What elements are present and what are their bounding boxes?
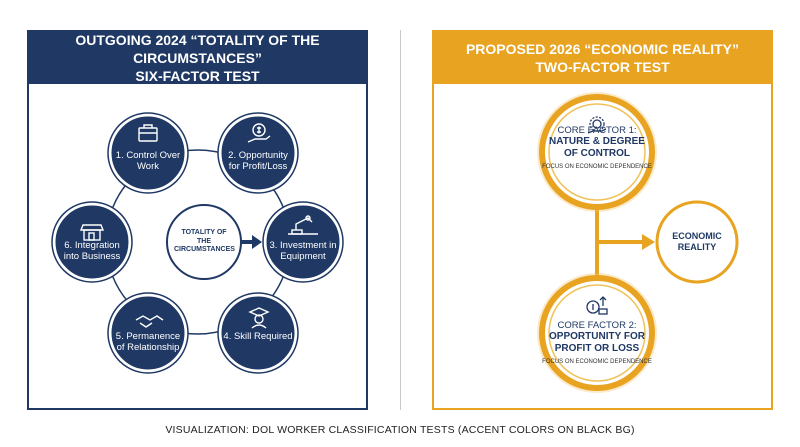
- storefront-icon: [79, 224, 105, 241]
- core-factor-1-title: CORE FACTOR 1:: [557, 125, 637, 136]
- briefcase-icon: [138, 124, 158, 142]
- handshake-icon: [135, 315, 164, 328]
- two-factor-panel: PROPOSED 2026 “ECONOMIC REALITY” TWO-FAC…: [432, 30, 773, 410]
- gear-hand-icon: [587, 116, 607, 134]
- economic-reality-label: ECONOMIC REALITY: [672, 231, 722, 252]
- two-factor-header: PROPOSED 2026 “ECONOMIC REALITY” TWO-FAC…: [434, 32, 771, 84]
- six-factor-header: OUTGOING 2024 “TOTALITY OF THE CIRCUMSTA…: [29, 32, 366, 84]
- core-factor-2-circle: [537, 273, 657, 393]
- factor-circle-2: [217, 112, 299, 194]
- two-factor-title-line1: PROPOSED 2026 “ECONOMIC REALITY”: [465, 41, 740, 57]
- six-factor-title-line1: OUTGOING 2024 “TOTALITY OF THE CIRCUMSTA…: [75, 32, 320, 66]
- economic-reality-circle: [655, 200, 739, 284]
- footer-caption: VISUALIZATION: DOL WORKER CLASSIFICATION…: [165, 424, 635, 436]
- core-factor-2-name: OPPORTUNITY FOR PROFIT OR LOSS: [549, 331, 645, 354]
- core-factor-1-text: CORE FACTOR 1: NATURE & DEGREE OF CONTRO…: [542, 125, 652, 172]
- center-label: TOTALITY OF THE CIRCUMSTANCES: [174, 229, 235, 253]
- core-factor-1-circle: [537, 92, 657, 212]
- money-hand-icon: [247, 123, 271, 143]
- factor-circle-1: [107, 112, 189, 194]
- factor-label-2: 2. Opportunity for Profit/Loss: [228, 150, 288, 172]
- factor-label-3: 3. Investment in Equipment: [269, 240, 337, 262]
- factor-label-4: 4. Skill Required: [223, 331, 293, 342]
- core-factor-1-note: FOCUS ON ECONOMIC DEPENDENCE: [542, 164, 652, 170]
- core-factor-2-note: FOCUS ON ECONOMIC DEPENDENCE: [542, 359, 652, 365]
- panel-divider: [400, 30, 401, 410]
- factor-circle-5: [107, 292, 189, 374]
- two-factor-title-line2: TWO-FACTOR TEST: [535, 59, 670, 75]
- core-factor-2-title: CORE FACTOR 2:: [557, 320, 637, 331]
- factor-circle-6: [51, 201, 133, 283]
- factor-circle-3: [262, 201, 344, 283]
- factor-label-1: 1. Control Over Work: [115, 150, 181, 172]
- coins-arrow-icon: [586, 296, 608, 315]
- six-factor-panel: OUTGOING 2024 “TOTALITY OF THE CIRCUMSTA…: [27, 30, 368, 410]
- core-factor-1-name: NATURE & DEGREE OF CONTROL: [549, 136, 645, 159]
- factor-label-5: 5. Permanence of Relationship: [115, 331, 181, 353]
- core-factor-2-text: CORE FACTOR 2: OPPORTUNITY FOR PROFIT OR…: [542, 320, 652, 367]
- graduate-icon: [248, 307, 270, 329]
- result-arrow-head: [642, 234, 655, 250]
- factor-label-6: 6. Integration into Business: [63, 240, 121, 262]
- center-arrow-head: [252, 235, 262, 249]
- robot-arm-icon: [288, 215, 318, 235]
- factor-circle-4: [217, 292, 299, 374]
- six-factor-title-line2: SIX-FACTOR TEST: [135, 68, 260, 84]
